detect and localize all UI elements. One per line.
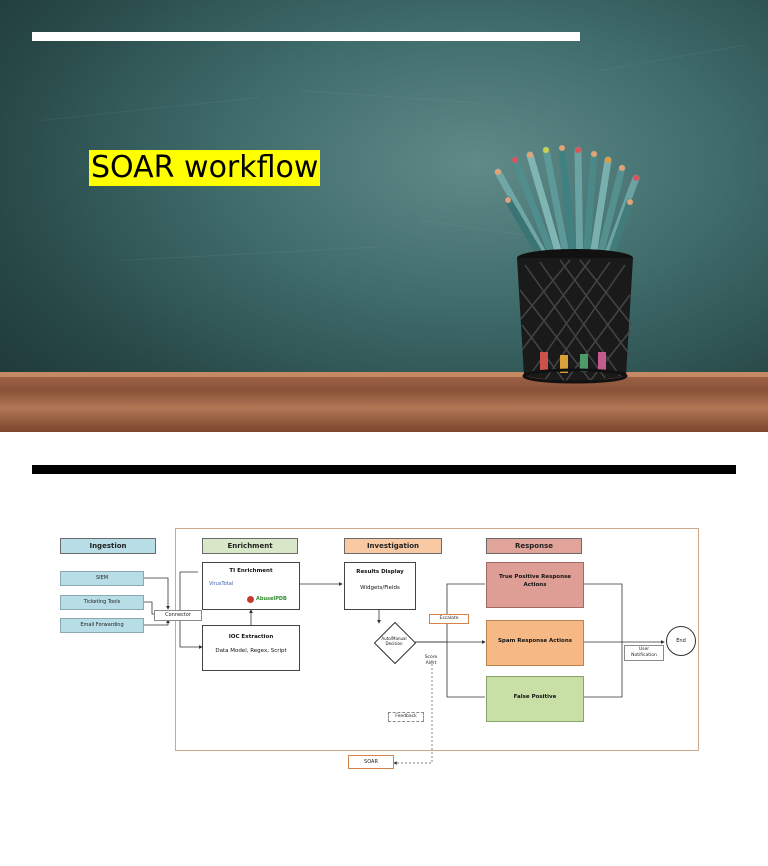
lane-response-header: Response (486, 538, 582, 554)
score-alert-note: Score Alert (424, 655, 438, 666)
true-positive-label: True Positive Response Actions (499, 574, 572, 588)
section-divider-bar (32, 465, 736, 474)
ti-enrichment-title: TI Enrichment (229, 568, 273, 574)
source-email-forwarding: Email Forwarding (60, 618, 144, 633)
abuseipdb-label: AbuseIPDB (256, 596, 287, 602)
results-display-subtitle: Widgets/Fields (360, 585, 400, 591)
ioc-extraction-box: IOC Extraction Data Model, Regex, Script (202, 625, 300, 671)
slide-title: SOAR workflow (89, 150, 321, 186)
lane-investigation-header: Investigation (344, 538, 442, 554)
wooden-desk (0, 372, 768, 432)
hero-image: SOAR workflow (0, 0, 768, 432)
ti-enrichment-box: TI Enrichment VirusTotal AbuseIPDB (202, 562, 300, 610)
soar-node: SOAR (348, 755, 394, 769)
feedback-note: Feedback (388, 712, 424, 722)
connector-lines (142, 571, 665, 765)
ioc-extraction-title: IOC Extraction (228, 634, 274, 640)
decision-label: Auto/Manual Decision (381, 636, 407, 646)
spam-response-label: Spam Response Actions (497, 638, 573, 644)
lane-enrichment-header: Enrichment (202, 538, 298, 554)
abuseipdb-icon (247, 596, 254, 603)
top-divider-bar (32, 32, 580, 41)
source-siem: SIEM (60, 571, 144, 586)
escalate-note: Escalate (429, 614, 469, 624)
spam-response-box: Spam Response Actions (486, 620, 584, 666)
end-node: End (666, 626, 696, 656)
ioc-extraction-subtitle: Data Model, Regex, Script (215, 648, 287, 654)
results-display-box: Results Display Widgets/Fields (344, 562, 416, 610)
soar-boundary-frame (175, 528, 699, 751)
soar-workflow-diagram: Ingestion Enrichment Investigation Respo… (52, 526, 702, 774)
results-display-title: Results Display (356, 569, 404, 575)
user-notification-note: User Notification (624, 645, 664, 661)
false-positive-label: False Positive (513, 694, 557, 700)
connector-node: Connector (154, 610, 202, 621)
decision-node: Auto/Manual Decision (373, 621, 417, 665)
virustotal-label: VirusTotal (209, 581, 234, 587)
pencil-cup-icon (494, 144, 640, 384)
lane-ingestion-header: Ingestion (60, 538, 156, 554)
source-ticketing-tools: Ticketing Tools (60, 595, 144, 610)
true-positive-box: True Positive Response Actions (486, 562, 584, 608)
false-positive-box: False Positive (486, 676, 584, 722)
